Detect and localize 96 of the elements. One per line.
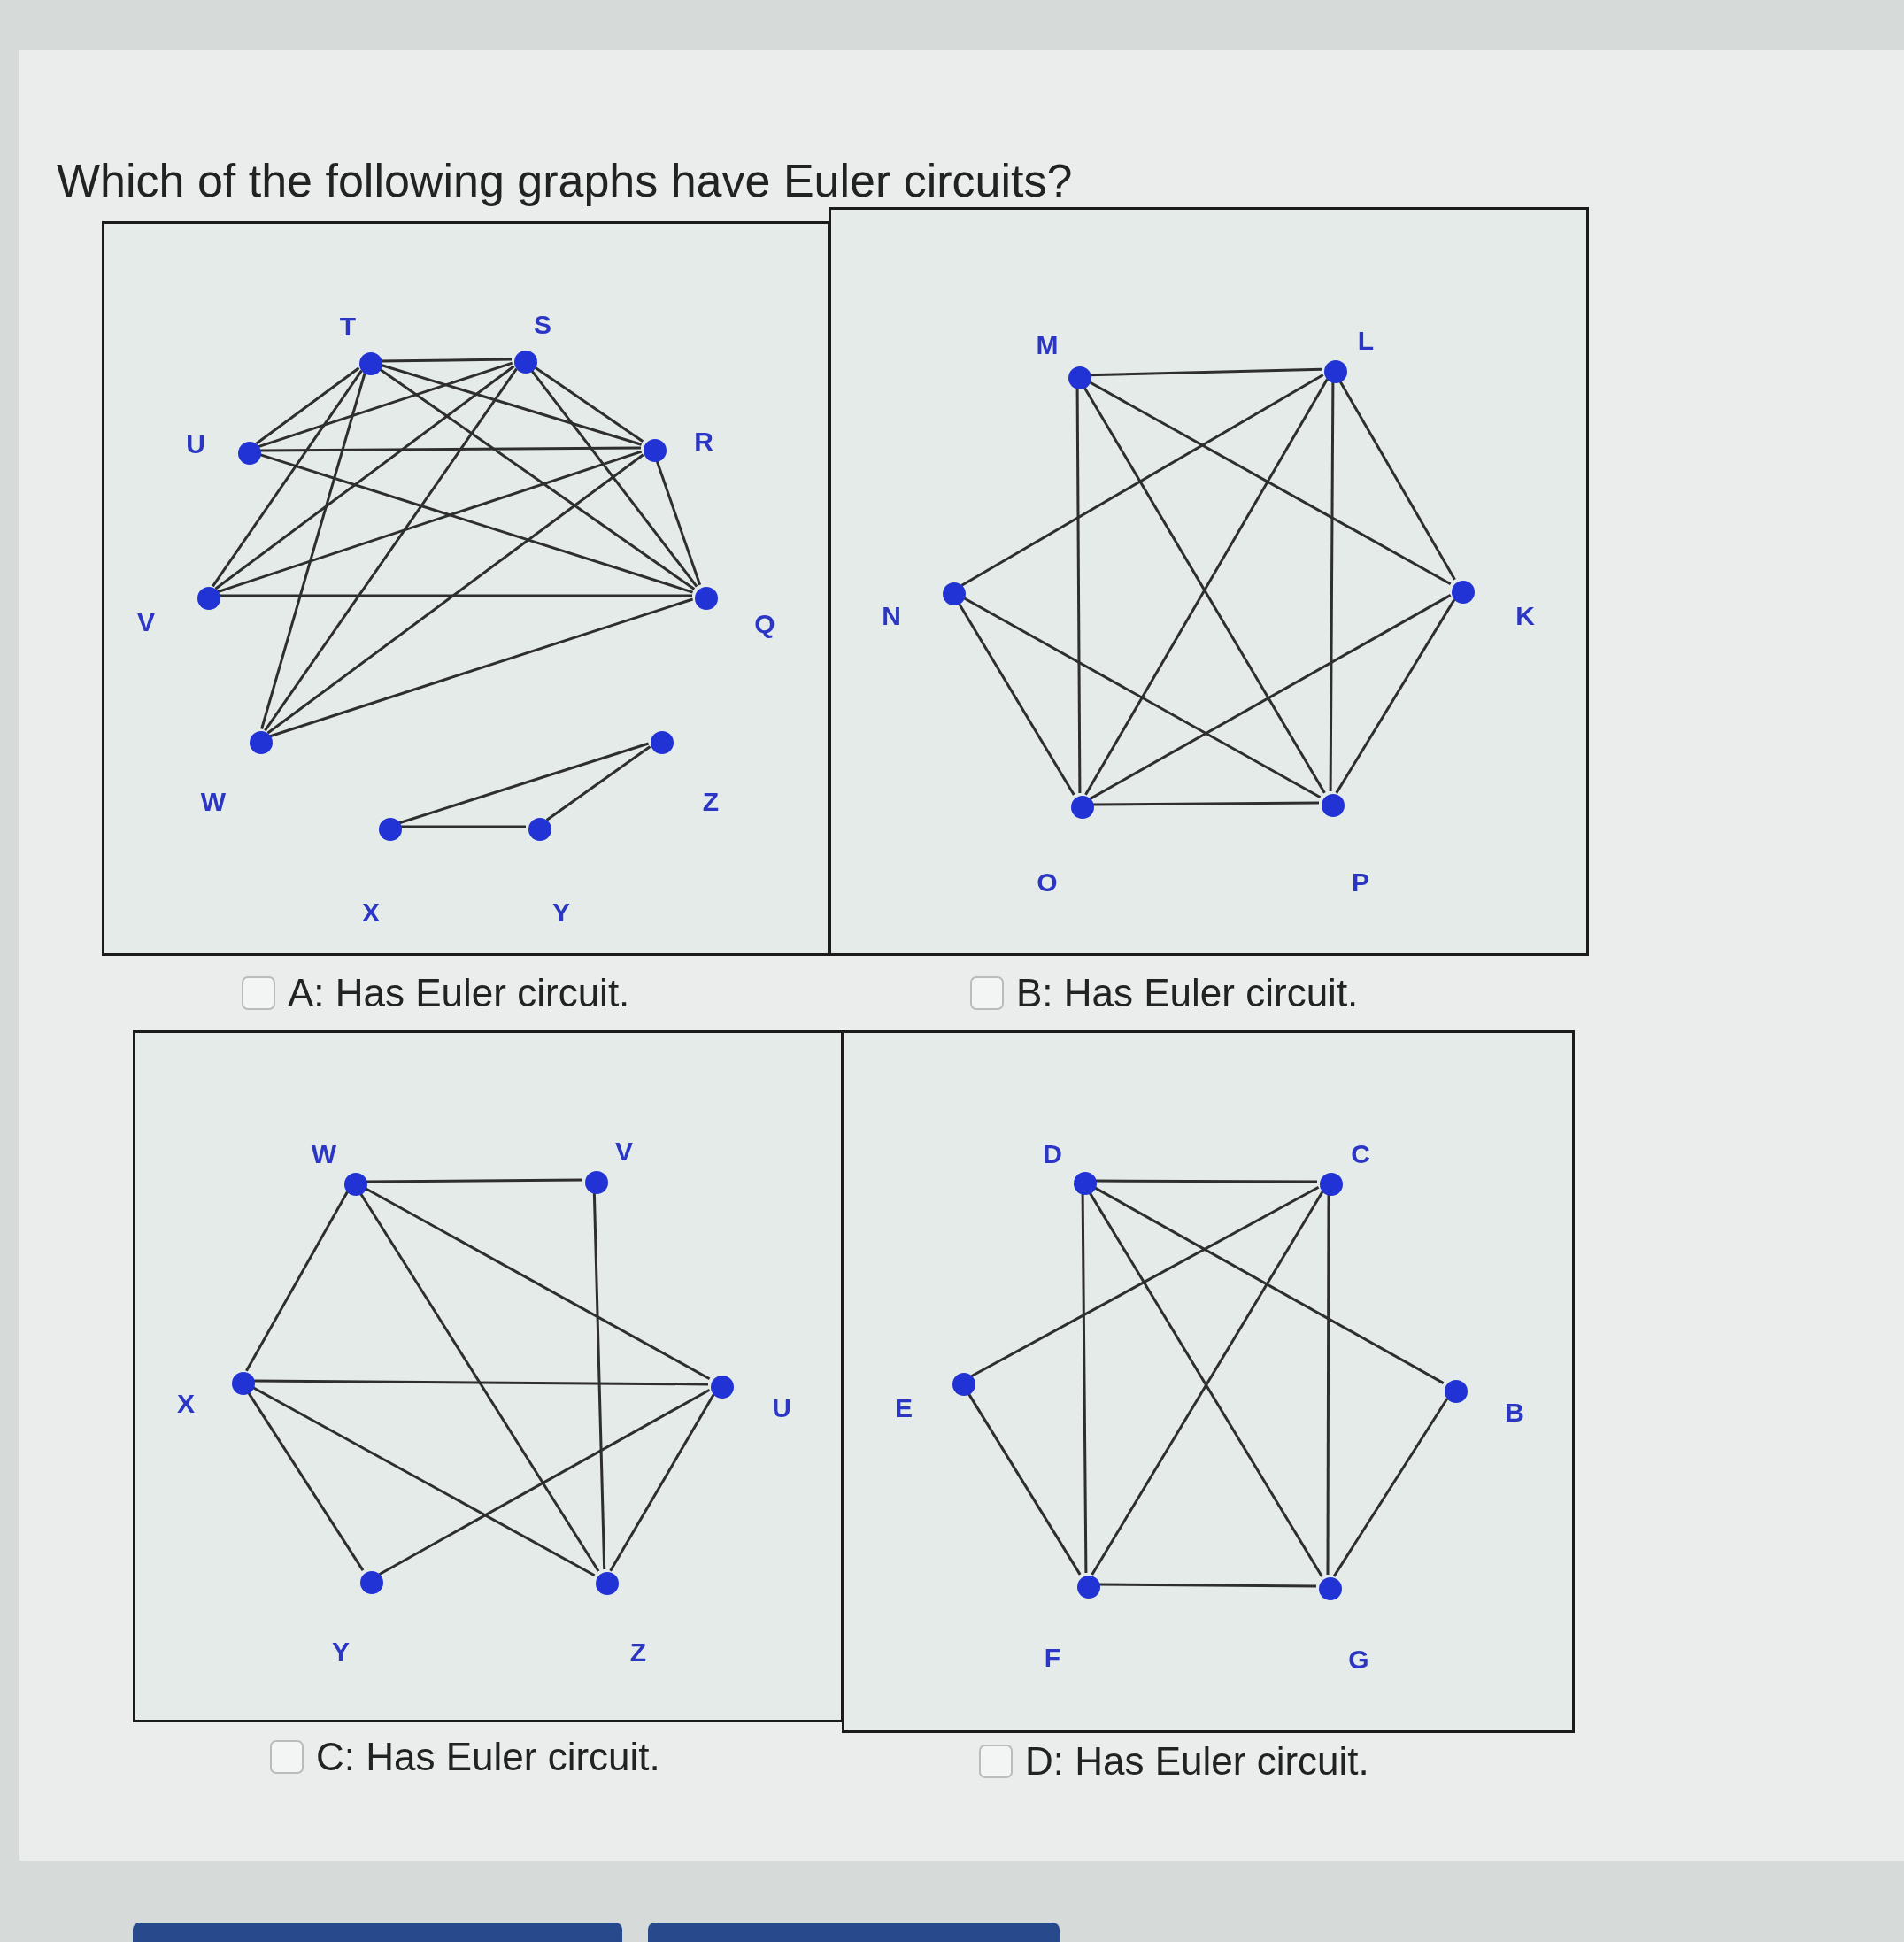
- vertex-dot: [1322, 794, 1345, 817]
- vertex-dot: [644, 439, 667, 462]
- graph-edge: [960, 374, 1324, 587]
- graph-panel: [133, 1030, 844, 1722]
- graph-edge: [255, 366, 360, 445]
- vertex-dot: [695, 587, 718, 610]
- vertex-label: L: [1357, 327, 1375, 355]
- vertex-label: M: [1036, 331, 1059, 359]
- graph-edge: [1081, 1192, 1088, 1573]
- vertex-dot: [1074, 1172, 1097, 1195]
- graph-edge: [545, 745, 651, 821]
- graph-edge: [214, 365, 515, 590]
- vertex-dot: [1445, 1380, 1468, 1403]
- vertex-dot: [232, 1372, 255, 1395]
- vertex-label: B: [1505, 1399, 1524, 1427]
- graph-edge: [1075, 387, 1082, 793]
- vertex-label: N: [882, 602, 901, 630]
- graph-edge: [1335, 598, 1456, 794]
- graph-edge: [1098, 1583, 1316, 1588]
- graph-edge: [378, 1389, 711, 1576]
- vertex-label: D: [1043, 1140, 1062, 1168]
- vertex-dot: [1319, 1577, 1342, 1600]
- vertex-dot: [1071, 796, 1094, 819]
- graph-edge: [266, 453, 644, 735]
- vertex-label: O: [1037, 868, 1058, 897]
- vertex-dot: [1077, 1576, 1100, 1599]
- graph-edge: [264, 367, 518, 732]
- vertex-label: Q: [754, 610, 775, 638]
- vertex-label: V: [137, 608, 155, 636]
- graph-panel: [829, 207, 1589, 956]
- graph-edge: [260, 372, 366, 729]
- vertex-label: W: [200, 788, 227, 816]
- vertex-dot: [1324, 360, 1347, 383]
- question-title: Which of the following graphs have Euler circuits?: [57, 154, 1073, 208]
- vertex-label: Y: [332, 1638, 350, 1666]
- graph-edge: [216, 450, 643, 594]
- vertex-dot: [943, 582, 966, 605]
- graph-edge: [399, 825, 526, 828]
- graph-edge: [365, 1178, 582, 1183]
- vertex-label: K: [1515, 602, 1535, 630]
- vertex-label: U: [186, 430, 205, 459]
- graph-edge: [257, 361, 513, 449]
- vertex-dot: [528, 818, 551, 841]
- vertex-label: S: [534, 311, 551, 339]
- vertex-dot: [1068, 366, 1091, 389]
- checkbox-label: B: Has Euler circuit.: [1016, 970, 1359, 1016]
- graph-edge: [258, 446, 641, 452]
- vertex-dot: [344, 1173, 367, 1196]
- vertex-dot: [596, 1572, 619, 1595]
- graph-edge: [1091, 801, 1319, 806]
- vertex-dot: [250, 731, 273, 754]
- vertex-label: G: [1348, 1645, 1369, 1674]
- vertex-label: Z: [629, 1638, 647, 1667]
- vertex-label: E: [895, 1394, 913, 1422]
- graph-edge: [212, 369, 363, 588]
- vertex-dot: [197, 587, 220, 610]
- graph-panel: [102, 221, 830, 956]
- graph-edge: [970, 1185, 1320, 1378]
- graph-edge: [1089, 594, 1452, 800]
- graph-edge: [397, 742, 650, 825]
- vertex-label: C: [1351, 1140, 1370, 1168]
- vertex-label: R: [694, 428, 713, 456]
- vertex-label: Y: [552, 898, 570, 927]
- vertex-dot: [585, 1171, 608, 1194]
- vertex-dot: [379, 818, 402, 841]
- vertex-dot: [952, 1373, 975, 1396]
- vertex-label: T: [339, 312, 357, 341]
- vertex-label: W: [311, 1140, 337, 1168]
- vertex-dot: [1320, 1173, 1343, 1196]
- vertex-label: Z: [702, 788, 720, 816]
- checkbox-label: D: Has Euler circuit.: [1025, 1738, 1369, 1784]
- graph-edge: [268, 597, 694, 738]
- vertex-label: X: [177, 1390, 195, 1418]
- vertex-dot: [651, 731, 674, 754]
- checkbox-label: A: Has Euler circuit.: [288, 970, 630, 1016]
- vertex-label: U: [772, 1394, 791, 1422]
- graph-edge: [1094, 1179, 1317, 1183]
- graph-edge: [1332, 1398, 1449, 1577]
- graph-edge: [252, 1379, 708, 1386]
- vertex-dot: [238, 442, 261, 465]
- vertex-dot: [514, 351, 537, 374]
- vertex-dot: [711, 1376, 734, 1399]
- vertex-label: V: [615, 1137, 633, 1166]
- graph-edge: [245, 1191, 349, 1372]
- vertex-label: P: [1352, 868, 1369, 897]
- graph-panel: [842, 1030, 1575, 1733]
- vertex-label: X: [362, 898, 380, 927]
- graph-edge: [218, 594, 692, 597]
- graph-edge: [1326, 1193, 1330, 1575]
- vertex-dot: [359, 352, 382, 375]
- vertex-dot: [360, 1571, 383, 1594]
- graph-edge: [609, 1393, 715, 1572]
- graph-edge: [1329, 381, 1335, 791]
- vertex-dot: [1452, 581, 1475, 604]
- vertex-label: F: [1044, 1644, 1061, 1672]
- checkbox-label: C: Has Euler circuit.: [316, 1734, 660, 1780]
